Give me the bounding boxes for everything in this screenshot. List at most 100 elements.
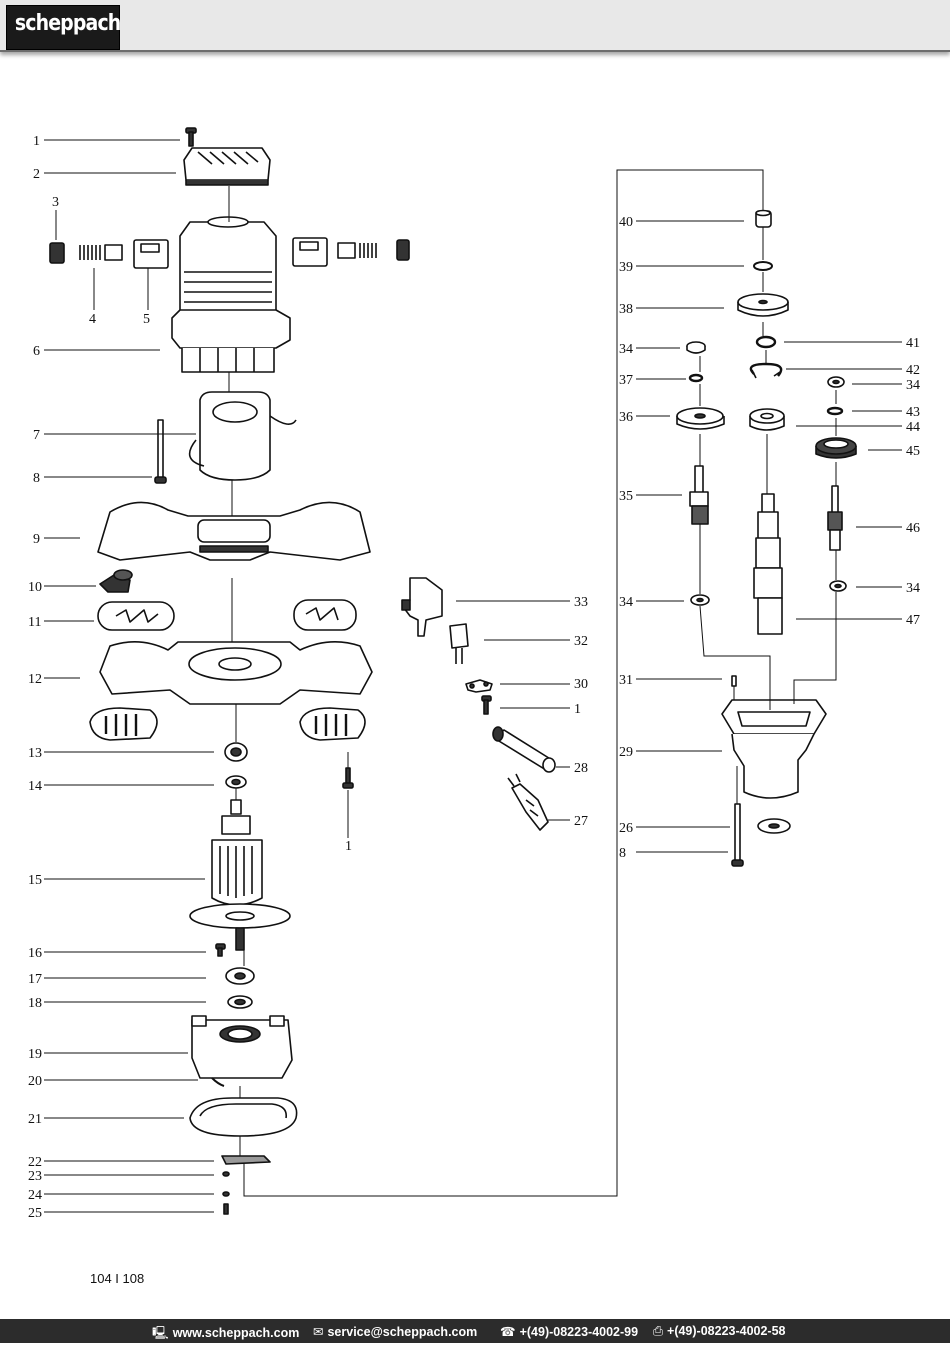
part-10-knob bbox=[99, 569, 133, 593]
part-4-spring-left bbox=[79, 245, 101, 260]
callout-label: 38 bbox=[619, 302, 633, 317]
footer-website[interactable]: 🖳www.scheppach.com bbox=[152, 1324, 299, 1345]
part-12-housing-base bbox=[99, 641, 373, 705]
part-14-washer bbox=[225, 775, 247, 789]
callout-label: 23 bbox=[28, 1169, 42, 1184]
part-45-gear bbox=[815, 437, 857, 459]
callout-label: 32 bbox=[574, 634, 588, 649]
callout-label: 8 bbox=[619, 846, 626, 861]
callout-label: 5 bbox=[143, 312, 150, 327]
part-27-cable-plug bbox=[507, 773, 549, 831]
page-header: scheppach bbox=[0, 0, 950, 52]
callout-label: 9 bbox=[33, 532, 40, 547]
part-19-gear-housing bbox=[191, 1015, 293, 1079]
part-11-grip-pad-right bbox=[293, 599, 357, 631]
carbon-brush-right bbox=[337, 242, 356, 259]
footer-website-text: www.scheppach.com bbox=[172, 1326, 300, 1340]
part-43-ring bbox=[826, 406, 844, 416]
callout-label: 6 bbox=[33, 344, 40, 359]
callout-label: 26 bbox=[619, 821, 633, 836]
part-28-cable-sleeve bbox=[492, 726, 556, 773]
callout-labels: 1 2 3 4 5 6 7 8 9 10 11 12 13 14 15 16 1… bbox=[28, 134, 920, 1221]
callout-label: 10 bbox=[28, 580, 42, 595]
brand-name: scheppach bbox=[14, 11, 121, 36]
part-34-bearing-a bbox=[686, 341, 706, 354]
callout-label: 46 bbox=[906, 521, 920, 536]
part-11-grip-pad-left bbox=[97, 601, 175, 631]
callout-label: 15 bbox=[28, 873, 42, 888]
callout-label: 4 bbox=[89, 312, 96, 327]
callout-label: 34 bbox=[619, 342, 633, 357]
callout-label: 47 bbox=[906, 613, 920, 628]
callout-label: 34 bbox=[906, 378, 920, 393]
part-42-circlip bbox=[749, 362, 783, 379]
callout-label: 35 bbox=[619, 489, 633, 504]
part-6-motor-housing bbox=[171, 216, 291, 373]
part-34-bearing-c bbox=[827, 376, 845, 388]
part-30-cable-clamp bbox=[465, 679, 493, 693]
part-37-ring bbox=[688, 373, 704, 383]
part-7-stator bbox=[188, 391, 297, 481]
callout-label: 7 bbox=[33, 428, 40, 443]
part-29-gearbox-housing bbox=[721, 699, 827, 799]
callout-label: 19 bbox=[28, 1047, 42, 1062]
part-15-armature bbox=[189, 799, 291, 951]
computer-icon: 🖳 bbox=[152, 1326, 169, 1340]
side-grip-right bbox=[299, 707, 366, 741]
part-22-tool bbox=[221, 1155, 271, 1165]
part-23-washer bbox=[222, 1171, 230, 1177]
part-34-bearing-d bbox=[829, 580, 847, 592]
callout-label: 2 bbox=[33, 167, 40, 182]
callout-label: 12 bbox=[28, 672, 42, 687]
footer-fax: ⎙+(49)-08223-4002-58 bbox=[653, 1324, 786, 1339]
part-17-bearing bbox=[225, 967, 255, 985]
callout-label: 34 bbox=[906, 581, 920, 596]
callout-label: 28 bbox=[574, 761, 588, 776]
callout-label: 3 bbox=[52, 195, 59, 210]
part-2-top-cover bbox=[183, 147, 271, 186]
callout-label: 18 bbox=[28, 996, 42, 1011]
part-41-ring bbox=[755, 335, 777, 349]
callout-label: 25 bbox=[28, 1206, 42, 1221]
callout-label: 43 bbox=[906, 405, 920, 420]
part-21-base-plate bbox=[189, 1097, 298, 1137]
callout-label: 36 bbox=[619, 410, 633, 425]
part-16-screw bbox=[215, 943, 226, 957]
part-8-long-screw bbox=[154, 419, 167, 484]
part-38-disc bbox=[737, 293, 789, 317]
callout-label: 14 bbox=[28, 779, 42, 794]
callout-label: 21 bbox=[28, 1112, 42, 1127]
part-8-long-screw-right bbox=[731, 803, 744, 867]
footer-phone: ☎+(49)-08223-4002-99 bbox=[500, 1324, 638, 1339]
callout-label: 39 bbox=[619, 260, 633, 275]
part-33-switch bbox=[401, 577, 443, 637]
brand-logo: scheppach bbox=[6, 5, 121, 50]
phone-icon: ☎ bbox=[500, 1325, 516, 1339]
footer-email-text: service@scheppach.com bbox=[327, 1325, 478, 1339]
part-39-ring bbox=[753, 261, 773, 271]
part-5-brush-holder-left bbox=[133, 239, 169, 269]
part-26-washer bbox=[757, 818, 791, 834]
page-number: 104 I 108 bbox=[90, 1271, 145, 1286]
callout-label: 27 bbox=[574, 814, 588, 829]
callout-label: 22 bbox=[28, 1155, 42, 1170]
footer-email[interactable]: ✉service@scheppach.com bbox=[313, 1324, 477, 1339]
part-3-brush-cap-left bbox=[49, 242, 65, 264]
callout-label: 30 bbox=[574, 677, 588, 692]
callout-label: 24 bbox=[28, 1188, 42, 1203]
fax-icon: ⎙ bbox=[653, 1324, 664, 1338]
callout-label: 44 bbox=[906, 420, 920, 435]
footer-fax-text: +(49)-08223-4002-58 bbox=[667, 1324, 786, 1338]
part-20-clip bbox=[211, 1077, 225, 1087]
callout-label: 41 bbox=[906, 336, 920, 351]
callout-label: 1 bbox=[574, 702, 581, 717]
callout-label: 34 bbox=[619, 595, 633, 610]
callout-label: 31 bbox=[619, 673, 633, 688]
part-40-bearing bbox=[755, 209, 772, 228]
page-footer: 🖳www.scheppach.com ✉service@scheppach.co… bbox=[0, 1319, 950, 1343]
footer-phone-text: +(49)-08223-4002-99 bbox=[519, 1325, 639, 1339]
part-46-shaft bbox=[827, 485, 843, 551]
callout-label: 29 bbox=[619, 745, 633, 760]
callout-label: 20 bbox=[28, 1074, 42, 1089]
